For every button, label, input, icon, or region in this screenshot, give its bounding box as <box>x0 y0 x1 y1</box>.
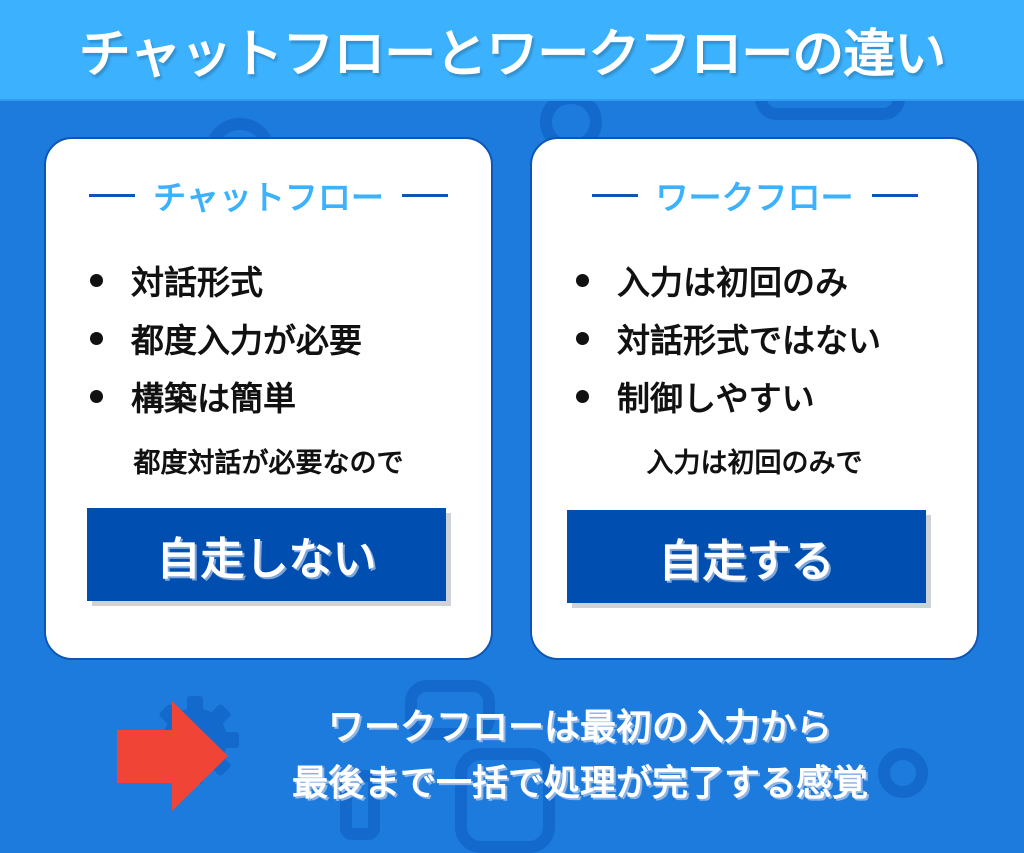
verdict-badge: 自走しない <box>87 508 446 601</box>
summary-text: ワークフローは最初の入力から 最後まで一括で処理が完了する感覚 <box>240 700 920 812</box>
bullet-icon <box>90 331 103 345</box>
page-title: チャットフローとワークフローの違い <box>78 25 946 85</box>
list-item: 都度入力が必要 <box>90 309 362 367</box>
bullet-icon <box>576 389 589 403</box>
card-heading: ワークフロー <box>532 175 977 217</box>
list-item: 構築は簡単 <box>90 367 362 425</box>
chatflow-card: チャットフロー 対話形式 都度入力が必要 構築は簡単 都度対話が必要なので 自走… <box>44 137 493 660</box>
summary-line-1: ワークフローは最初の入力から <box>327 707 832 748</box>
summary-line-2: 最後まで一括で処理が完了する感覚 <box>291 763 868 804</box>
feature-list: 入力は初回のみ 対話形式ではない 制御しやすい <box>576 251 881 425</box>
bullet-icon <box>576 331 589 345</box>
reason-text: 入力は初回のみで <box>646 448 863 479</box>
bullet-icon <box>576 273 589 287</box>
list-item: 入力は初回のみ <box>576 251 881 309</box>
title-banner: チャットフローとワークフローの違い <box>0 0 1024 101</box>
list-item: 対話形式 <box>90 251 362 309</box>
reason-text: 都度対話が必要なので <box>133 448 404 479</box>
card-heading-label: ワークフロー <box>655 178 854 217</box>
card-heading: チャットフロー <box>46 175 491 217</box>
list-item: 対話形式ではない <box>576 309 881 367</box>
card-heading-label: チャットフロー <box>153 178 384 217</box>
heading-rule-left <box>591 193 638 197</box>
feature-list: 対話形式 都度入力が必要 構築は簡単 <box>90 251 362 425</box>
list-item: 制御しやすい <box>576 367 881 425</box>
heading-rule-right <box>871 193 918 197</box>
heading-rule-right <box>401 193 448 197</box>
bullet-icon <box>90 273 103 287</box>
right-arrow-icon <box>117 701 228 811</box>
workflow-card: ワークフロー 入力は初回のみ 対話形式ではない 制御しやすい 入力は初回のみで … <box>530 137 979 660</box>
heading-rule-left <box>89 193 136 197</box>
bullet-icon <box>90 389 103 403</box>
verdict-badge: 自走する <box>567 510 926 603</box>
